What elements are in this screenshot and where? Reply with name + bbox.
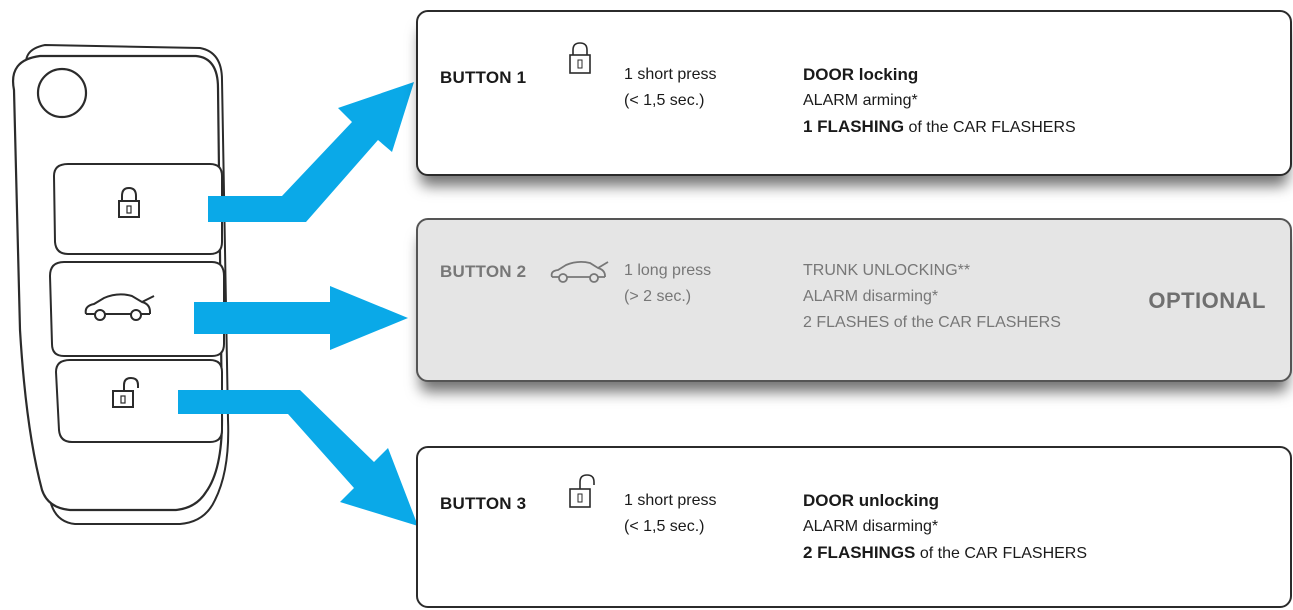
button-1-press: 1 short press (< 1,5 sec.) [624, 62, 716, 114]
button-1-action-line-2: ALARM arming* [803, 92, 918, 109]
button-1-action: DOOR locking ALARM arming* 1 FLASHING of… [803, 62, 1076, 141]
button-1-panel: BUTTON 1 1 short press (< 1,5 sec.) DOOR… [416, 10, 1292, 176]
button-3-panel: BUTTON 3 1 short press (< 1,5 sec.) DOOR… [416, 446, 1292, 608]
unlocked-padlock-icon [569, 474, 595, 508]
button-2-press-line-2: (> 2 sec.) [624, 288, 692, 305]
button-2-action-line-3: 2 FLASHES of the CAR FLASHERS [803, 314, 1061, 331]
button-3-action-line-3-rest: of the CAR FLASHERS [915, 545, 1088, 562]
button-2-action-line-2: ALARM disarming* [803, 288, 939, 305]
key-fob [11, 43, 230, 525]
button-3-action: DOOR unlocking ALARM disarming* 2 FLASHI… [803, 488, 1087, 567]
locked-padlock-icon [118, 186, 140, 218]
car-trunk-open-icon [550, 260, 609, 283]
button-3-press-line-1: 1 short press [624, 492, 717, 509]
button-3-action-line-3: 2 FLASHINGS of the CAR FLASHERS [803, 540, 1087, 567]
button-3-action-line-2: ALARM disarming* [803, 518, 939, 535]
button-2-action-title: TRUNK UNLOCKING** [803, 262, 971, 279]
button-1-label: BUTTON 1 [440, 68, 527, 87]
car-trunk-open-icon [84, 293, 155, 321]
button-3-press: 1 short press (< 1,5 sec.) [624, 488, 716, 540]
button-2-panel: BUTTON 2 1 long press (> 2 sec.) TRUNK U… [416, 218, 1292, 382]
button-2-press: 1 long press (> 2 sec.) [624, 258, 711, 310]
unlocked-padlock-icon [112, 376, 139, 408]
fob-button-3 [54, 359, 223, 443]
button-1-press-line-2: (< 1,5 sec.) [624, 92, 705, 109]
button-1-action-title: DOOR locking [803, 65, 919, 84]
button-3-label: BUTTON 3 [440, 494, 527, 513]
button-3-action-line-3-bold: 2 FLASHINGS [803, 543, 916, 562]
button-2-action: TRUNK UNLOCKING** ALARM disarming* 2 FLA… [803, 258, 1061, 336]
button-1-action-line-3-bold: 1 FLASHING [803, 117, 905, 136]
locked-padlock-icon [569, 42, 591, 74]
button-1-action-line-3-rest: of the CAR FLASHERS [904, 119, 1076, 136]
button-3-action-title: DOOR unlocking [803, 491, 939, 510]
optional-tag: OPTIONAL [1148, 288, 1266, 313]
button-1-action-line-3: 1 FLASHING of the CAR FLASHERS [803, 114, 1076, 141]
button-2-label: BUTTON 2 [440, 262, 527, 281]
button-1-press-line-1: 1 short press [624, 66, 717, 83]
button-3-press-line-2: (< 1,5 sec.) [624, 518, 705, 535]
button-2-press-line-1: 1 long press [624, 262, 712, 279]
fob-button-2 [48, 261, 225, 357]
key-ring-hole [36, 67, 88, 119]
